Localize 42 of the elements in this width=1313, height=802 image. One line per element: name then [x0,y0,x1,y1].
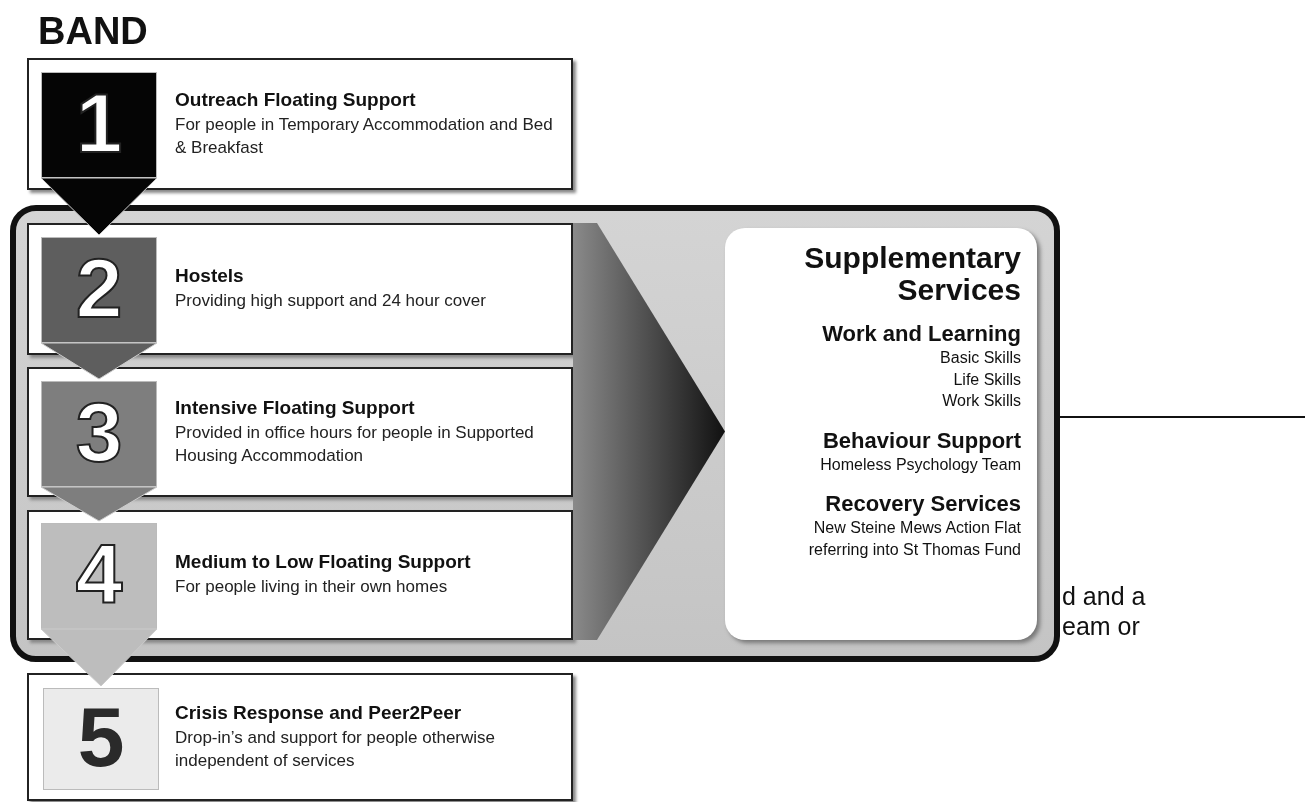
chevron-arrow [40,342,158,380]
band-description: Provided in office hours for people in Supported Housing Accommodation [175,422,535,467]
band-description: Drop-in’s and support for people otherwise independent of services [175,727,497,772]
list-item: Basic Skills [939,348,1021,368]
band-box [27,58,573,190]
band-number: 4 [75,532,123,616]
band-title: Crisis Response and Peer2Peer [175,702,463,725]
number-badge [43,688,159,790]
band-box [27,223,573,355]
panel-title: Supplementary Services [803,242,1021,305]
chevron-arrow [40,486,158,522]
band-description: Providing high support and 24 hour cover [175,290,487,313]
band-box [27,673,573,801]
chevron-arrow [40,177,158,236]
section-heading: Behaviour Support [822,427,1021,454]
band-description: For people living in their own homes [175,576,449,599]
chevron-arrow [573,223,725,640]
section-description: New Steine Mews Action Flat referring into St Thomas Fund [807,518,1021,560]
band-description: For people in Temporary Accommodation and Bed & Breakfast [175,114,554,159]
chevron-arrow [40,628,158,687]
group-frame [10,205,1060,662]
services-panel [725,228,1037,640]
section-heading: Work and Learning [821,321,1021,347]
band-box [27,367,573,497]
band-number: 3 [75,390,123,474]
band-title: Hostels [175,265,245,288]
number-badge [41,523,157,629]
band-box [27,510,573,640]
band-title: Outreach Floating Support [175,89,417,112]
number-badge [41,72,157,178]
list-item: Life Skills [952,369,1021,390]
heading: BAND [38,10,148,53]
band-title: Medium to Low Floating Support [175,551,472,574]
band-title: Intensive Floating Support [175,397,416,420]
band-number: 1 [75,81,123,165]
band-number: 5 [77,695,125,779]
text-fragment: d and a [1062,582,1146,611]
section-heading: Recovery Services [824,491,1021,518]
text-fragment: eam or [1062,612,1140,641]
band-number: 2 [75,246,123,330]
list-item: Homeless Psychology Team [819,454,1021,475]
list-item: Work Skills [941,391,1021,412]
